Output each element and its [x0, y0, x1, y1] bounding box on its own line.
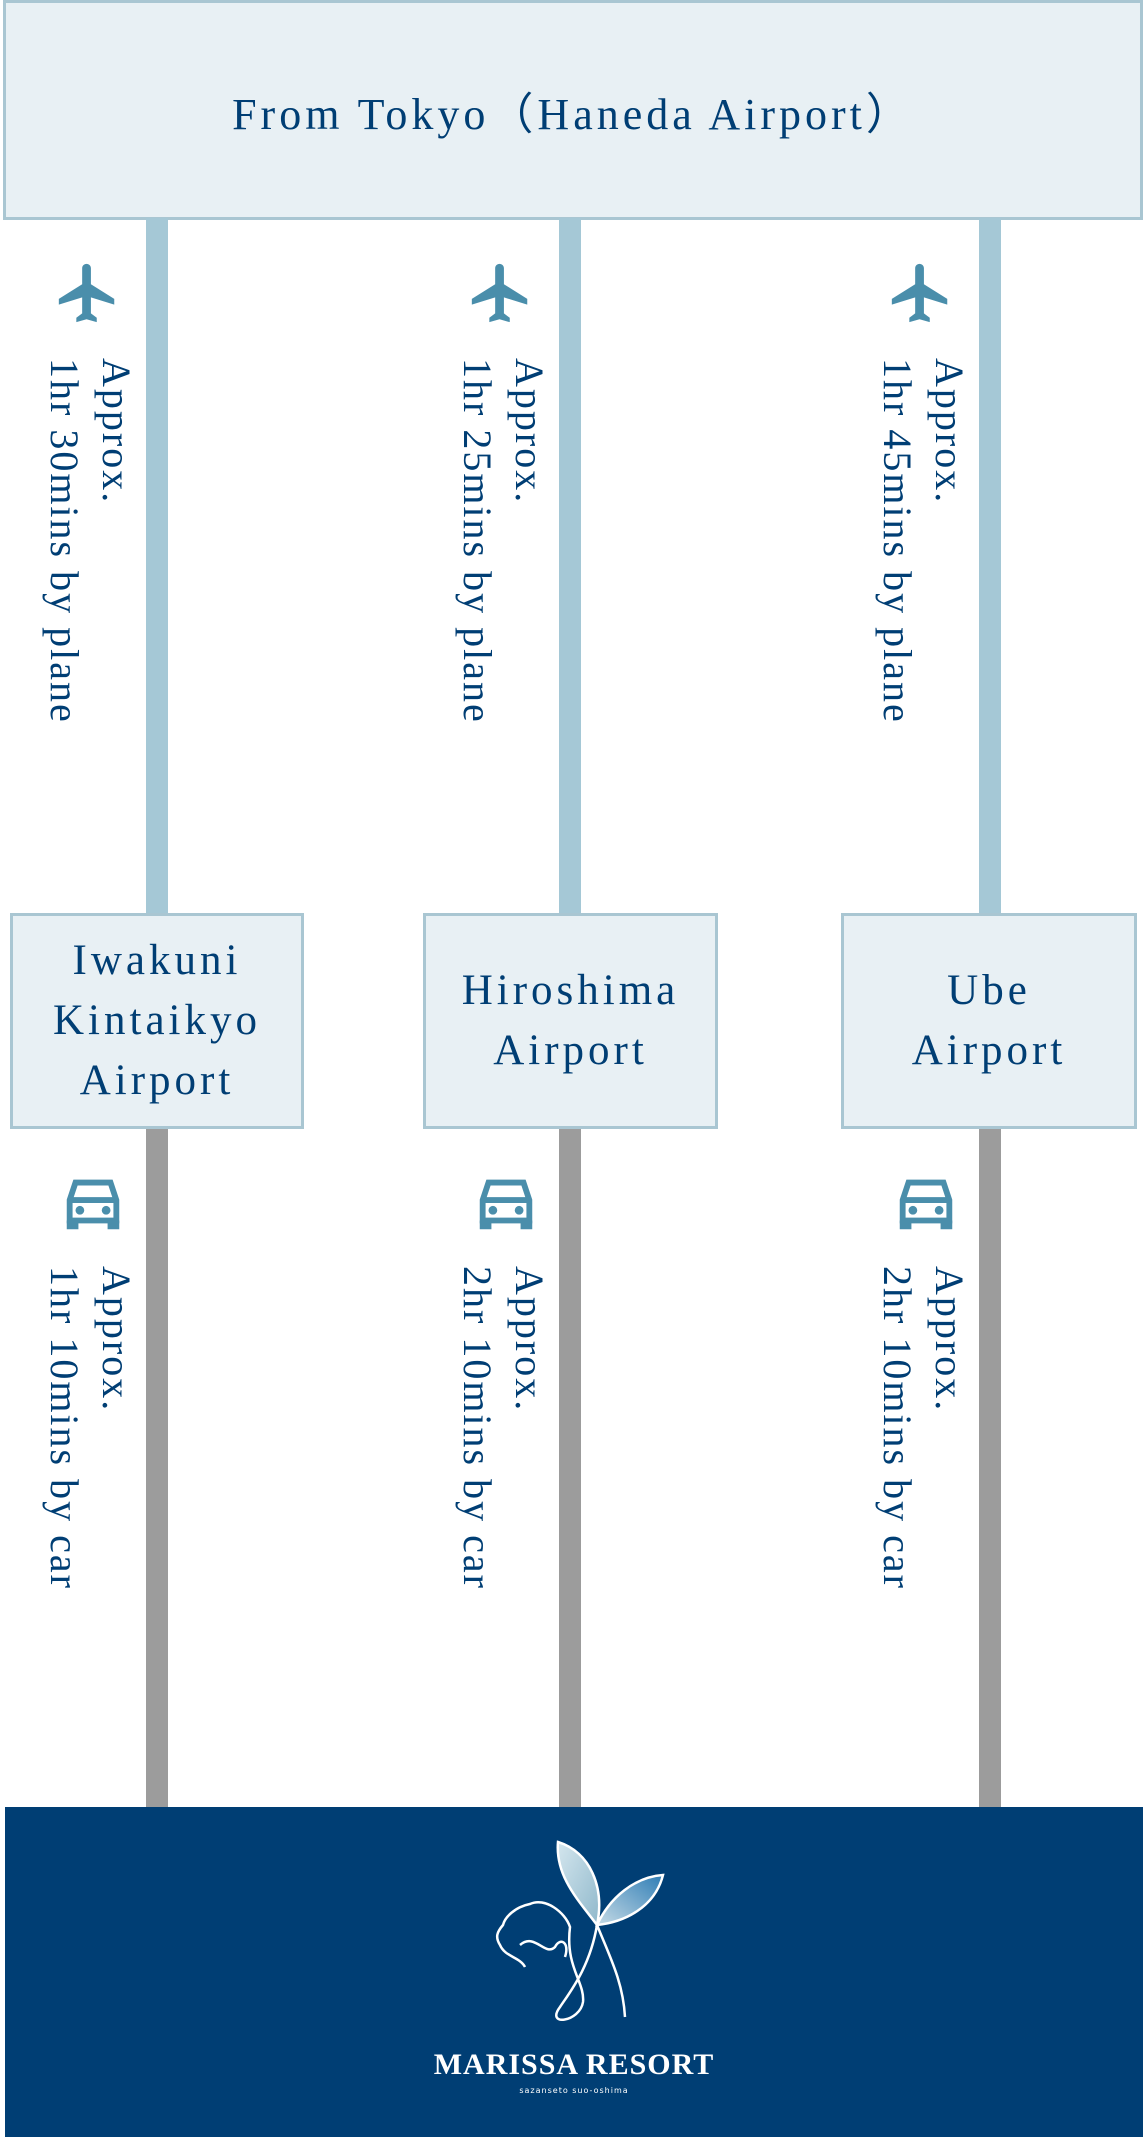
origin-title: From Tokyo（Haneda Airport） [232, 90, 914, 139]
plane-duration-time: 1hr 30mins by plane [42, 358, 87, 724]
plane-route-line [979, 218, 1001, 915]
car-icon [471, 1168, 541, 1238]
car-route-line [979, 1129, 1001, 1807]
airport-name-line: Airport [911, 1027, 1067, 1074]
car-duration-approx: Approx. [94, 1266, 139, 1413]
car-icon [58, 1168, 128, 1238]
car-duration-approx: Approx. [507, 1266, 552, 1413]
plane-duration-time: 1hr 45mins by plane [875, 358, 920, 724]
car-duration: Approx.2hr 10mins by car [451, 1266, 555, 1590]
airplane-icon [53, 258, 123, 328]
plane-route-line [559, 218, 581, 915]
airport-name-line: Hiroshima [461, 967, 680, 1014]
car-icon [891, 1168, 961, 1238]
plane-route-line [146, 218, 168, 915]
airport-name-line: Iwakuni [72, 937, 242, 984]
plane-duration-approx: Approx. [507, 358, 552, 505]
car-duration: Approx.2hr 10mins by car [871, 1266, 975, 1590]
plane-duration: Approx.1hr 30mins by plane [38, 358, 142, 724]
airport-name-line: Airport [493, 1027, 648, 1074]
plane-duration-approx: Approx. [94, 358, 139, 505]
airport-name-line: Ube [947, 967, 1031, 1014]
plane-duration-time: 1hr 25mins by plane [455, 358, 500, 724]
origin-header: From Tokyo（Haneda Airport） [3, 0, 1143, 220]
airport-name-line: Airport [79, 1057, 235, 1104]
plane-duration-approx: Approx. [927, 358, 972, 505]
marissa-resort-logo [495, 1840, 665, 2021]
car-duration-time: 2hr 10mins by car [875, 1266, 920, 1590]
car-duration-time: 2hr 10mins by car [455, 1266, 500, 1590]
airplane-icon [466, 258, 536, 328]
car-route-line [146, 1129, 168, 1807]
plane-duration: Approx.1hr 25mins by plane [451, 358, 555, 724]
plane-duration: Approx.1hr 45mins by plane [871, 358, 975, 724]
logo-tagline: sazanseto suo-oshima [519, 2086, 629, 2095]
car-duration-time: 1hr 10mins by car [42, 1266, 87, 1590]
destination-footer: MARISSA RESORT sazanseto suo-oshima [5, 1807, 1143, 2137]
logo-name: MARISSA RESORT [433, 2048, 715, 2081]
car-duration-approx: Approx. [927, 1266, 972, 1413]
car-route-line [559, 1129, 581, 1807]
car-duration: Approx.1hr 10mins by car [38, 1266, 142, 1590]
airport-name-line: Kintaikyo [53, 997, 261, 1044]
airplane-icon [886, 258, 956, 328]
